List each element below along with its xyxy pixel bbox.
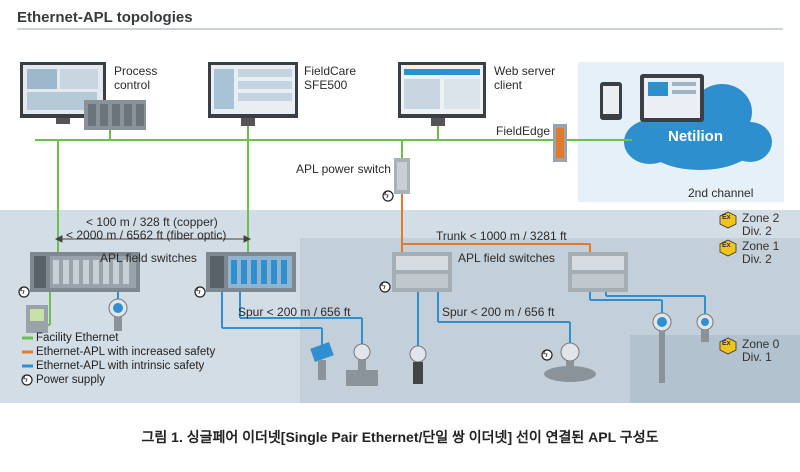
ex-label-zone2: Ex: [722, 214, 731, 221]
legend-power-supply: Power supply: [36, 374, 106, 386]
legend-swatches: [21, 336, 33, 386]
pressure-device-zone0: [696, 313, 714, 342]
trunk-label: Trunk < 1000 m / 3281 ft: [436, 229, 567, 243]
intrinsic-safety-lines: [117, 292, 706, 348]
workstation-web-client: [398, 62, 486, 126]
apl-field-switch-right-1: [392, 252, 452, 292]
legend-intrinsic-safety: Ethernet-APL with intrinsic safety: [36, 360, 205, 372]
level-transmitter-device: [409, 345, 427, 384]
power-supply-icon: [18, 190, 553, 361]
flowmeter-device-right: [544, 342, 596, 382]
netilion-label: Netilion: [668, 128, 723, 145]
power-symbol-switch-left-1: ϟ: [20, 286, 25, 296]
apl-power-switch-device: [394, 158, 410, 194]
ex-label-zone0: Ex: [722, 340, 731, 347]
diagram-title: Ethernet-APL topologies: [17, 9, 193, 26]
apl-power-switch-label: APL power switch: [296, 162, 391, 176]
ex-hazard-icon: [719, 211, 737, 355]
legend-increased-safety: Ethernet-APL with increased safety: [36, 346, 216, 358]
power-symbol-power-switch: ϟ: [384, 190, 389, 200]
facility-ethernet-lines: [26, 125, 632, 326]
distance-arrow: [54, 235, 252, 243]
power-symbol-switch-right: ϟ: [381, 281, 386, 291]
workstation-fieldcare: [208, 62, 298, 126]
power-symbol-flowmeter: ϟ: [543, 349, 548, 359]
apl-field-switch-left-1: [30, 252, 140, 292]
pressure-transmitter-device: [310, 342, 334, 380]
increased-safety-lines: [401, 194, 591, 252]
figure-caption: 그림 1. 싱글페어 이더넷[Single Pair Ethernet/단일 쌍…: [141, 429, 659, 445]
flowmeter-device-left: [346, 343, 378, 386]
ex-label-zone1: Ex: [722, 242, 731, 249]
workstation-process-control: [20, 62, 146, 130]
radar-level-device: [652, 312, 672, 383]
field-switches-right-label: APL field switches: [458, 251, 555, 265]
spur-left-label: Spur < 200 m / 656 ft: [238, 305, 351, 319]
fieldedge-label: FieldEdge: [496, 124, 551, 138]
field-switches-left-label: APL field switches: [100, 251, 197, 265]
second-channel-label: 2nd channel: [688, 186, 754, 200]
distance-fiber-label: < 2000 m / 6562 ft (fiber optic): [66, 228, 227, 242]
legend-power-symbol: ϟ: [23, 374, 28, 384]
spur-right-label: Spur < 200 m / 656 ft: [442, 305, 555, 319]
power-symbol-switch-left-2: ϟ: [196, 286, 201, 296]
apl-field-switch-right-2: [568, 252, 628, 292]
display-unit-device: [26, 305, 48, 333]
apl-field-switch-left-2: [206, 252, 296, 292]
fieldedge-device: [553, 124, 567, 162]
legend-facility-ethernet: Facility Ethernet: [36, 332, 119, 344]
zone0-area: [630, 335, 800, 403]
distance-copper-label: < 100 m / 328 ft (copper): [86, 215, 218, 229]
field-transmitter-device: [108, 298, 128, 331]
